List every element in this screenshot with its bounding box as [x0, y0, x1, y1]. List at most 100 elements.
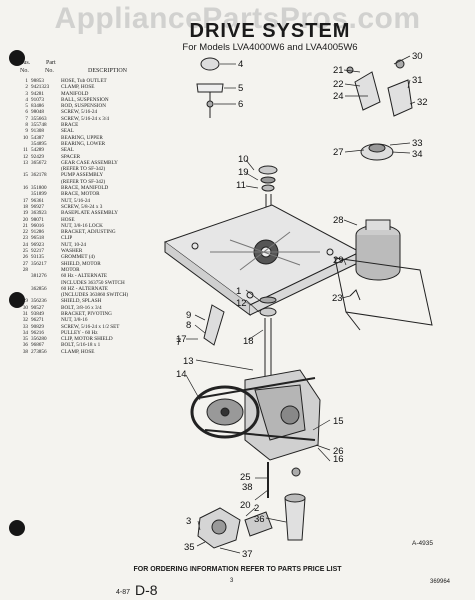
parts-row: INCLUDES 363750 SWITCH: [14, 280, 174, 286]
illus-number: 18: [22, 203, 28, 210]
part-description: 60 HZ - ALTERNATE: [61, 285, 108, 292]
callout-23: 23: [332, 293, 343, 304]
part-description: WASHER: [61, 248, 83, 255]
part-description: (REFER TO SF-342): [61, 166, 106, 173]
part-number: 96867: [31, 342, 44, 349]
part-number: 98048: [31, 109, 44, 116]
callout-25: 25: [240, 472, 251, 483]
part-number: 96927: [31, 203, 44, 210]
callout-38: 38: [242, 482, 253, 493]
illus-number: 23: [22, 235, 28, 242]
part-description: BRACE: [61, 122, 79, 129]
illus-number: 32: [22, 317, 28, 324]
parts-row: (REFER TO SF-342): [14, 166, 174, 172]
illus-number: 29: [22, 298, 28, 305]
callout-34: 34: [412, 149, 423, 160]
page-label: D-8: [135, 582, 158, 598]
part-description: HOSE, Tub OUTLET: [61, 78, 107, 84]
callout-14: 14: [176, 369, 187, 380]
part-description: INCLUDES 363750 SWITCH: [61, 279, 125, 286]
part-description: SCREW, 5/16-24: [61, 109, 98, 116]
illus-number: 5: [25, 103, 28, 110]
part-description: 60 Hz - ALTERNATE: [61, 273, 108, 280]
callout-17: 17: [176, 334, 187, 345]
part-description: (REFER TO SF-342): [61, 178, 106, 185]
header-no-1: No.: [20, 68, 29, 74]
page-title: DRIVE SYSTEM: [189, 20, 351, 42]
part-description: BRACE, MANIFOLD: [61, 185, 109, 192]
part-number: 351800: [31, 185, 47, 192]
callout-30: 30: [412, 51, 423, 62]
part-number: 91308: [31, 128, 44, 135]
callout-10: 10: [238, 154, 249, 165]
illus-number: 21: [22, 222, 28, 229]
illus-number: 27: [22, 260, 28, 267]
illus-number: 13: [22, 159, 28, 166]
part-description: CLIP, MOTOR SHIELD: [61, 336, 113, 343]
illus-number: 38: [22, 348, 28, 355]
part-description: BASEPLATE ASSEMBLY: [61, 210, 118, 217]
callout-33: 33: [412, 138, 423, 149]
part-number: 91073: [31, 96, 44, 103]
part-number: 96923: [31, 241, 44, 248]
header-description: DESCRIPTION: [88, 68, 128, 74]
illus-number: 34: [22, 329, 28, 336]
illus-number: 17: [22, 197, 28, 204]
callout-20: 20: [240, 500, 251, 511]
callout-35: 35: [184, 542, 195, 553]
illus-number: 4: [25, 96, 28, 103]
binder-hole-top: [9, 50, 25, 66]
binder-hole-bottom: [9, 520, 25, 536]
part-number: 98853: [31, 78, 44, 84]
callout-36: 36: [254, 514, 265, 525]
part-description: GEAR CASE ASSEMBLY: [61, 159, 118, 166]
illus-number: 2: [25, 84, 28, 91]
callout-19: 19: [238, 167, 249, 178]
part-number: 83486: [31, 103, 44, 110]
part-description: BEARING, LOWER: [61, 140, 106, 147]
part-number: 273856: [31, 348, 47, 355]
illus-number: 30: [22, 304, 28, 311]
part-description: CLIP: [61, 235, 73, 242]
part-number: 96518: [31, 235, 44, 242]
part-number: 365672: [31, 159, 47, 166]
center-page-number: 3: [230, 578, 234, 584]
part-number: 93849: [31, 310, 44, 317]
callout-18: 18: [243, 336, 254, 347]
callout-28: 28: [333, 215, 344, 226]
part-number: 356236: [31, 298, 47, 305]
part-number: 93135: [31, 254, 44, 261]
part-description: CLAMP, HOSE: [61, 348, 95, 355]
part-description: MANIFOLD: [61, 90, 89, 97]
callout-21: 21: [333, 65, 344, 76]
part-number: 94281: [31, 90, 44, 97]
part-number: 91286: [31, 229, 44, 236]
illus-number: 36: [22, 342, 28, 349]
part-description: SEAL: [61, 128, 74, 135]
illus-number: 9: [25, 128, 28, 135]
part-description: (INCLUDES 363860 SWITCH): [61, 292, 129, 299]
part-description: SCREW, 5/16-24 x 1/2 SET: [61, 323, 120, 330]
part-description: SCREW, 5/8-24 x 3: [61, 203, 103, 210]
